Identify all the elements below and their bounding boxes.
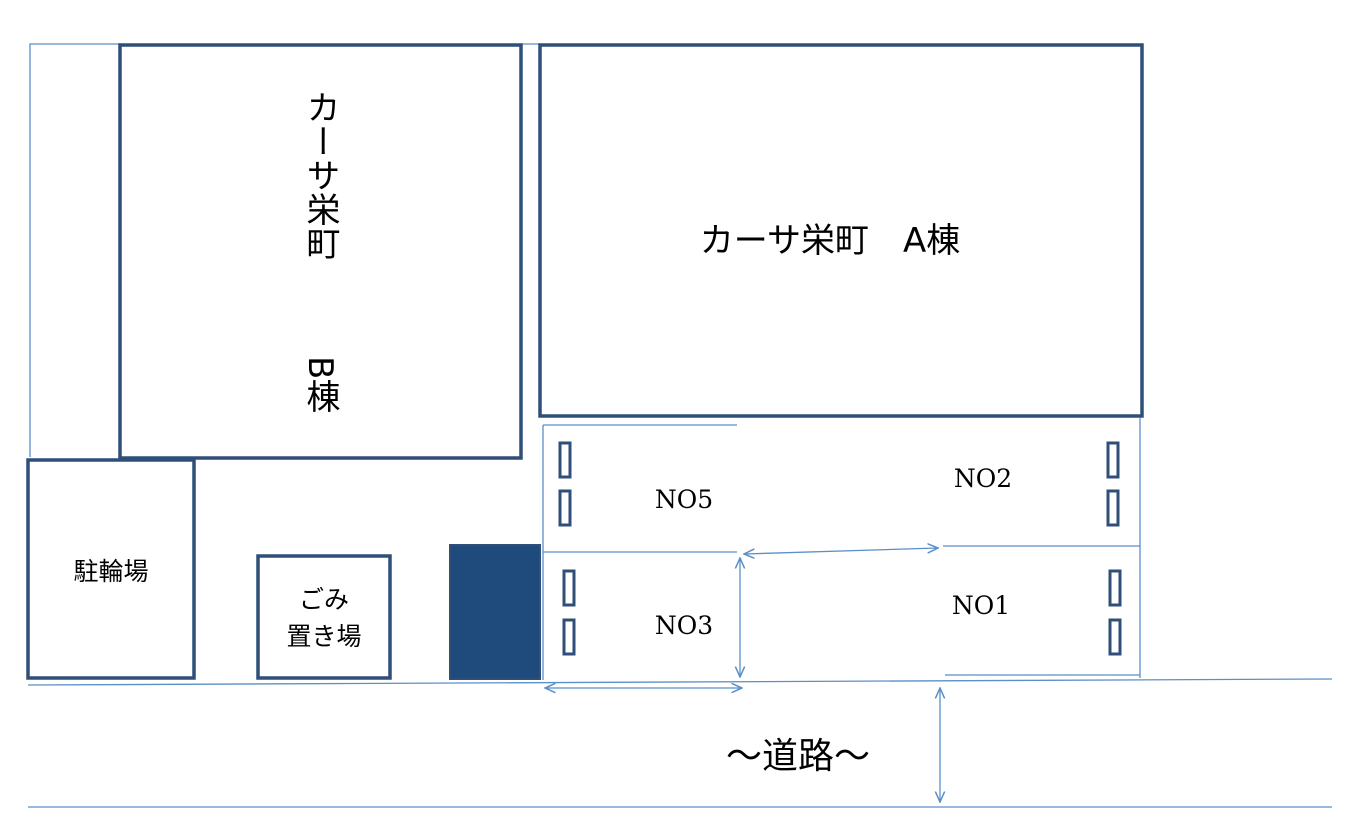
- wheel-stop: [562, 569, 576, 607]
- garbage-area: [256, 554, 392, 680]
- parking-space-label: NO1: [952, 591, 1010, 620]
- wheel-stop: [1106, 489, 1120, 527]
- dimension-arrow: [744, 548, 938, 554]
- parking-space-label: NO3: [655, 611, 713, 640]
- garbage-area-label-line1: ごみ: [299, 585, 349, 614]
- road-label: ～道路～: [726, 736, 870, 777]
- building-b-label-top: カーサ栄町: [300, 90, 340, 260]
- wheel-stop: [1106, 441, 1120, 479]
- road-edge-top: [27, 678, 1333, 686]
- building-a: [538, 43, 1144, 418]
- bicycle-parking-label: 駐輪場: [73, 557, 148, 586]
- garbage-area-label-line2: 置き場: [286, 622, 361, 651]
- wheel-stop: [562, 618, 576, 656]
- filled-block: [449, 544, 541, 680]
- wheel-stop: [1108, 569, 1122, 607]
- building-a-label: カーサ栄町 A棟: [700, 221, 961, 261]
- wheel-stop: [1108, 618, 1122, 656]
- wheel-stops: [558, 441, 1122, 656]
- building-b-label-bottom: B棟: [300, 356, 340, 413]
- parking-space-label: NO5: [655, 485, 713, 514]
- bicycle-parking: [26, 458, 196, 680]
- building-b: [118, 43, 523, 460]
- parking-space-label: NO2: [954, 464, 1012, 493]
- wheel-stop: [558, 441, 572, 479]
- wheel-stop: [558, 489, 572, 527]
- parking-outline: [542, 418, 1141, 680]
- property-boundary: [29, 43, 540, 457]
